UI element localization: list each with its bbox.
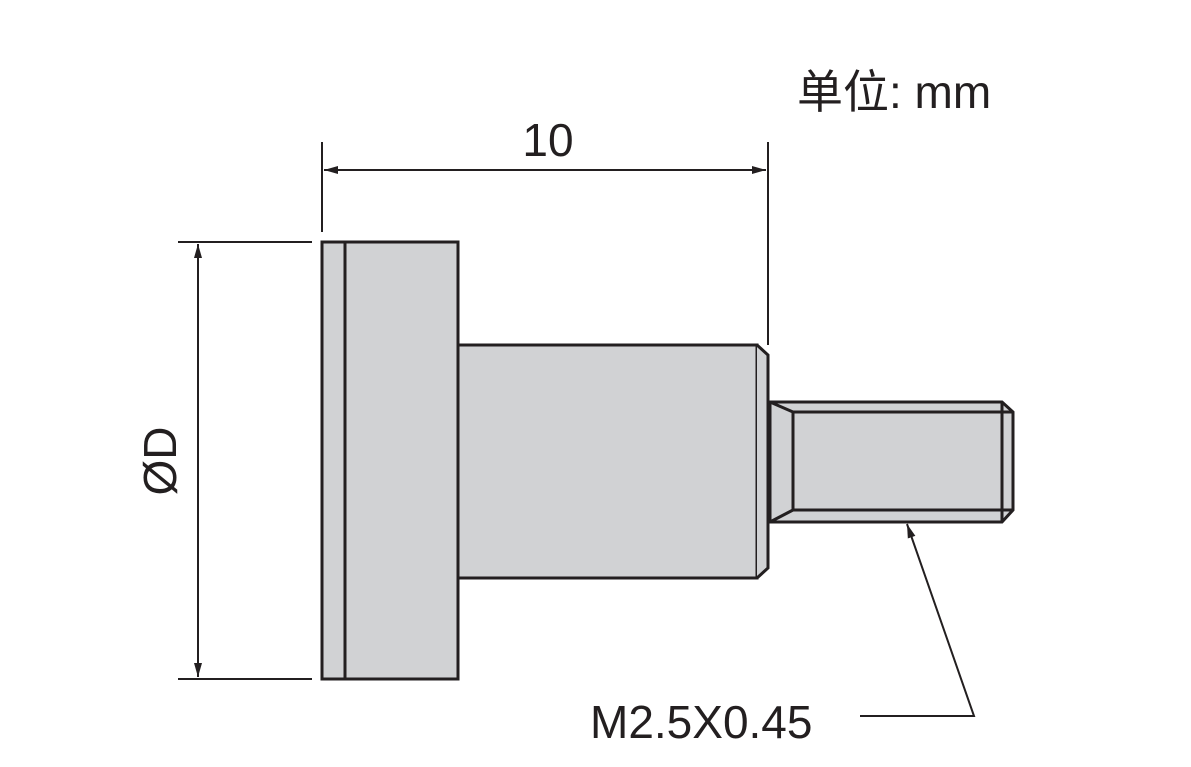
length-label: 10 — [522, 114, 573, 166]
shank — [456, 343, 759, 580]
shank-chamfer — [755, 343, 770, 580]
thread-label: M2.5X0.45 — [590, 696, 812, 748]
unit-label: 单位: mm — [797, 66, 991, 118]
thread — [768, 400, 1015, 524]
head — [320, 240, 460, 681]
thread-leader — [860, 523, 976, 717]
diameter-label: ØD — [134, 427, 186, 496]
